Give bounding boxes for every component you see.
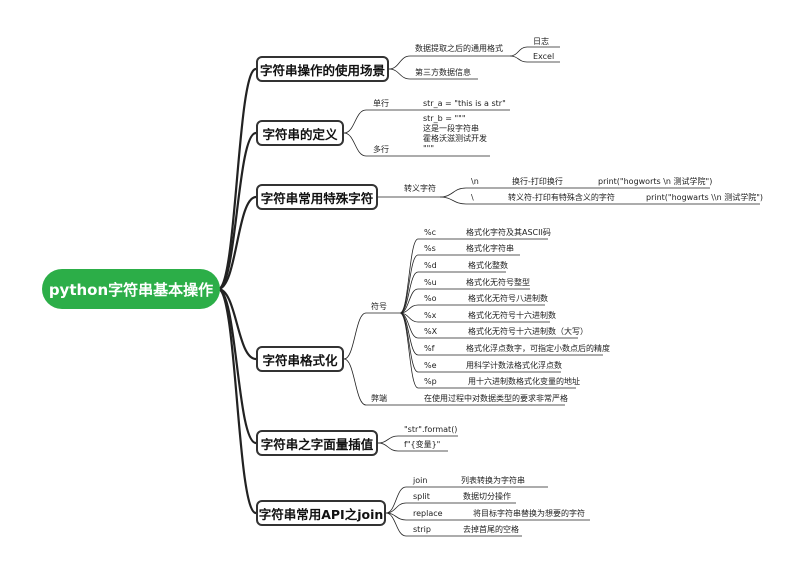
topic-definition[interactable]: 字符串的定义 xyxy=(256,120,344,146)
api-join[interactable]: join xyxy=(413,476,428,485)
desc-drawback: 在使用过程中对数据类型的要求非常严格 xyxy=(424,394,568,403)
t3-link-drawback xyxy=(343,358,367,406)
api-split[interactable]: split xyxy=(413,492,430,501)
branch-general-format[interactable]: 数据提取之后的通用格式 xyxy=(415,44,503,53)
topic-literal-interpolation[interactable]: 字符串之字面量插值 xyxy=(256,430,378,456)
branch-drawback[interactable]: 弊端 xyxy=(371,394,387,403)
desc-x-upper: 格式化无符号十六进制数（大写） xyxy=(468,327,588,336)
branch-multi-line[interactable]: 多行 xyxy=(373,145,389,154)
desc-s: 格式化字符串 xyxy=(466,244,514,253)
example-newline: print("hogworts \n 测试学院") xyxy=(598,177,713,186)
symbol-e: %e xyxy=(424,361,437,370)
t1-link-a xyxy=(343,109,367,134)
symbol-s: %s xyxy=(424,244,436,253)
symbol-o: %o xyxy=(424,294,437,303)
desc-join: 列表转换为字符串 xyxy=(461,476,525,485)
t3-row-link-2 xyxy=(399,271,419,314)
t0-leaf-a xyxy=(509,46,528,57)
branch-format-method[interactable]: "str".format() xyxy=(404,425,458,434)
example-backslash: print("hogwarts \\n 测试学院") xyxy=(646,193,764,202)
t4-link-b xyxy=(377,442,399,452)
desc-o: 格式化无符号八进制数 xyxy=(468,294,548,303)
desc-c: 格式化字符及其ASCII码 xyxy=(466,228,551,237)
topic-formatting[interactable]: 字符串格式化 xyxy=(256,346,344,372)
branch-symbols[interactable]: 符号 xyxy=(371,302,387,311)
code-multi-line: str_b = """ 这是一段字符串 霍格沃滋测试开发 """ xyxy=(423,114,487,153)
topic-special-chars[interactable]: 字符串常用特殊字符 xyxy=(256,184,378,210)
desc-split: 数据切分操作 xyxy=(463,492,511,501)
root-link-3 xyxy=(217,287,257,361)
t4-link-a xyxy=(377,435,399,444)
symbol-f: %f xyxy=(424,344,435,353)
symbol-x: %x xyxy=(424,311,437,320)
t3-link-symbols xyxy=(343,312,367,360)
desc-f: 格式化浮点数字，可指定小数点后的精度 xyxy=(466,344,610,353)
t3-row-link-4 xyxy=(399,304,419,314)
api-replace[interactable]: replace xyxy=(413,509,443,518)
root-node[interactable]: python字符串基本操作 xyxy=(42,269,220,309)
root-link-2 xyxy=(217,195,257,291)
topic-usage-scenarios[interactable]: 字符串操作的使用场景 xyxy=(256,56,389,82)
api-strip[interactable]: strip xyxy=(413,525,431,534)
symbol-backslash: \ xyxy=(471,193,474,202)
symbol-newline: \n xyxy=(471,177,479,186)
branch-single-line[interactable]: 单行 xyxy=(373,99,389,108)
symbol-p: %p xyxy=(424,377,437,386)
symbol-u: %u xyxy=(424,278,437,287)
t3-row-link-3 xyxy=(399,288,419,314)
desc-replace: 将目标字符串替换为想要的字符 xyxy=(473,509,585,518)
root-link-4 xyxy=(217,287,257,445)
t1-link-b xyxy=(343,132,367,157)
t3-row-link-1 xyxy=(399,254,419,314)
topic-common-api-join[interactable]: 字符串常用API之join xyxy=(256,500,386,526)
desc-x: 格式化无符号十六进制数 xyxy=(468,311,556,320)
root-link-0 xyxy=(217,67,257,291)
leaf-excel[interactable]: Excel xyxy=(533,52,555,61)
code-single-line: str_a = "this is a str" xyxy=(423,99,506,108)
symbol-x-upper: %X xyxy=(424,327,438,336)
root-link-5 xyxy=(217,287,257,515)
t5-link-3 xyxy=(385,512,407,537)
symbol-c: %c xyxy=(424,228,436,237)
symbol-d: %d xyxy=(424,261,437,270)
t5-link-1 xyxy=(385,502,407,514)
root-link-1 xyxy=(217,131,257,291)
t3-row-link-9 xyxy=(399,312,419,389)
branch-escape-chars[interactable]: 转义字符 xyxy=(404,184,436,193)
leaf-log[interactable]: 日志 xyxy=(533,37,549,46)
branch-f-string[interactable]: f"{变量}" xyxy=(404,440,441,449)
desc-d: 格式化整数 xyxy=(468,261,508,270)
branch-third-party[interactable]: 第三方数据信息 xyxy=(415,68,471,77)
t0-link-b xyxy=(388,68,411,80)
t0-leaf-b xyxy=(509,55,528,63)
t2-link-b xyxy=(439,196,467,205)
desc-strip: 去掉首尾的空格 xyxy=(463,525,519,534)
desc-p: 用十六进制数格式化变量的地址 xyxy=(468,377,580,386)
desc-newline: 换行-打印换行 xyxy=(512,177,563,186)
desc-backslash: 转义符-打印有特殊含义的字符 xyxy=(508,193,615,202)
t2-link-a xyxy=(439,187,467,198)
desc-e: 用科学计数法格式化浮点数 xyxy=(466,361,562,370)
desc-u: 格式化无符号整型 xyxy=(466,278,530,287)
t5-link-0 xyxy=(385,486,407,514)
t0-link-a xyxy=(388,55,411,70)
